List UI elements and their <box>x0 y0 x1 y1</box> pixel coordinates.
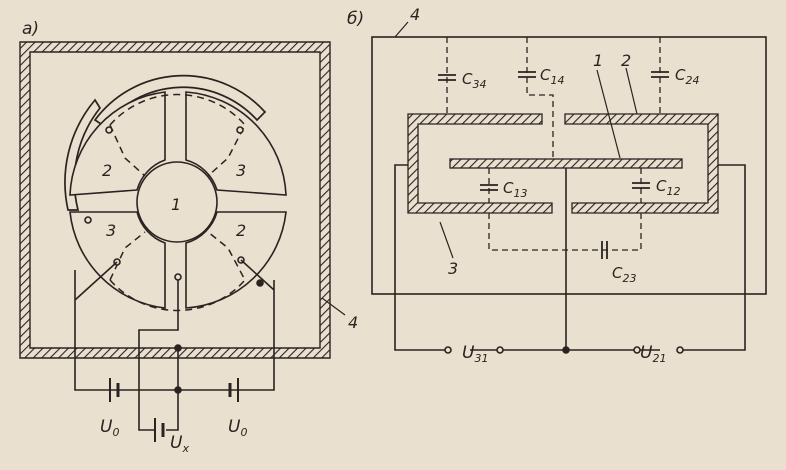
battery-u0-right <box>228 378 239 402</box>
u0-right-label: U0 <box>228 417 247 439</box>
battery-u0-left <box>109 378 120 402</box>
panel-b-labels: б) 4 1 2 3 C34 C14 C24 C13 C12 C23 U31 U… <box>347 5 699 365</box>
u31-label: U31 <box>462 343 488 365</box>
c12-label: C12 <box>656 177 680 198</box>
c23-label: C23 <box>612 264 636 285</box>
needle-center <box>136 161 218 243</box>
panel-a-labels: а) 1 2 3 3 2 4 U0 U0 Ux <box>22 19 358 455</box>
c34-label: C34 <box>462 70 486 91</box>
electrode-1-label: 1 <box>171 195 181 214</box>
panel-b-label: б) <box>347 9 364 29</box>
electrode-3-label-right: 3 <box>448 259 458 278</box>
u21-label: U21 <box>640 343 666 365</box>
c23-link <box>488 213 642 251</box>
wire-center-ground <box>110 348 238 431</box>
electrode-3-shape <box>407 113 553 214</box>
c13-label: C13 <box>503 179 527 200</box>
wire-right-vertical <box>238 259 275 391</box>
electrode-3-top-label: 3 <box>236 161 246 180</box>
wire-u21 <box>566 164 746 351</box>
needle-dashed-outline <box>109 93 246 312</box>
wire-u31 <box>394 164 566 351</box>
shield-4-label-right: 4 <box>410 5 420 24</box>
electrode-3-upper-arc <box>93 74 267 128</box>
electrode-1-plate <box>449 158 683 169</box>
electrode-2-top-label: 2 <box>102 161 112 180</box>
wire-needle-vertical <box>138 280 179 431</box>
shield-4-label-left: 4 <box>348 313 358 332</box>
ux-label: Ux <box>170 433 189 455</box>
electrode-2-bottom-label: 2 <box>236 221 246 240</box>
c14-link <box>526 37 554 159</box>
c14-label: C14 <box>540 66 564 87</box>
battery-ux <box>154 418 165 442</box>
electrode-2-label-right: 2 <box>621 51 631 70</box>
electrode-1-label-right: 1 <box>593 51 603 70</box>
quadrant-2-top-left <box>69 91 166 196</box>
c24-label: C24 <box>675 66 699 87</box>
u0-left-label: U0 <box>100 417 119 439</box>
right-shield-frame <box>371 36 767 295</box>
electrode-2-shape <box>564 113 719 214</box>
wire-left-vertical <box>74 261 118 391</box>
electrode-3-bottom-label: 3 <box>106 221 116 240</box>
panel-a <box>19 41 346 442</box>
left-shield-frame <box>19 41 331 359</box>
capacitor-symbols <box>438 71 669 259</box>
panel-a-label: а) <box>22 19 39 39</box>
panel-b <box>371 21 767 354</box>
